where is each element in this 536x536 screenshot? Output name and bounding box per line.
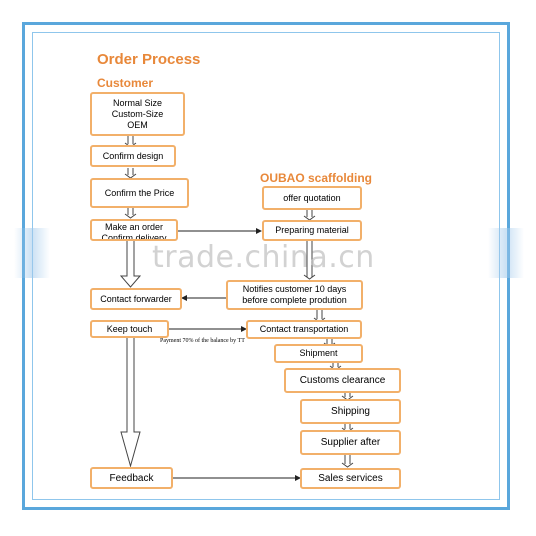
step-contact-forwarder: Contact forwarder	[90, 288, 182, 310]
step-feedback: Feedback	[90, 467, 173, 489]
supplier-heading: OUBAO scaffolding	[260, 171, 373, 185]
customer-heading: Customer	[97, 76, 154, 90]
watermark: trade.china.cn	[152, 240, 375, 275]
payment-note: Payment 70% of the balance by TT	[160, 338, 245, 344]
left-glare	[14, 228, 50, 278]
step-shipping: Shipping	[300, 399, 401, 424]
page-title: Order Process	[97, 51, 201, 68]
step-supplier-after: Supplier after	[300, 430, 401, 455]
step-keep-touch: Keep touch	[90, 320, 169, 338]
step-notify-customer: Notifies customer 10 days before complet…	[226, 280, 363, 310]
right-glare	[488, 228, 524, 278]
step-make-order: Make an order Confirm delivery time	[90, 219, 178, 241]
step-offer-quotation: offer quotation	[262, 186, 362, 210]
step-customs-clearance: Customs clearance	[284, 368, 401, 393]
step-confirm-price: Confirm the Price	[90, 178, 189, 208]
step-confirm-design: Confirm design	[90, 145, 176, 167]
step-sizes: Normal Size Custom-Size OEM	[90, 92, 185, 136]
step-contact-transportation: Contact transportation	[246, 320, 362, 339]
step-preparing-material: Preparing material	[262, 220, 362, 241]
step-shipment: Shipment	[274, 344, 363, 363]
step-sales-services: Sales services	[300, 468, 401, 489]
